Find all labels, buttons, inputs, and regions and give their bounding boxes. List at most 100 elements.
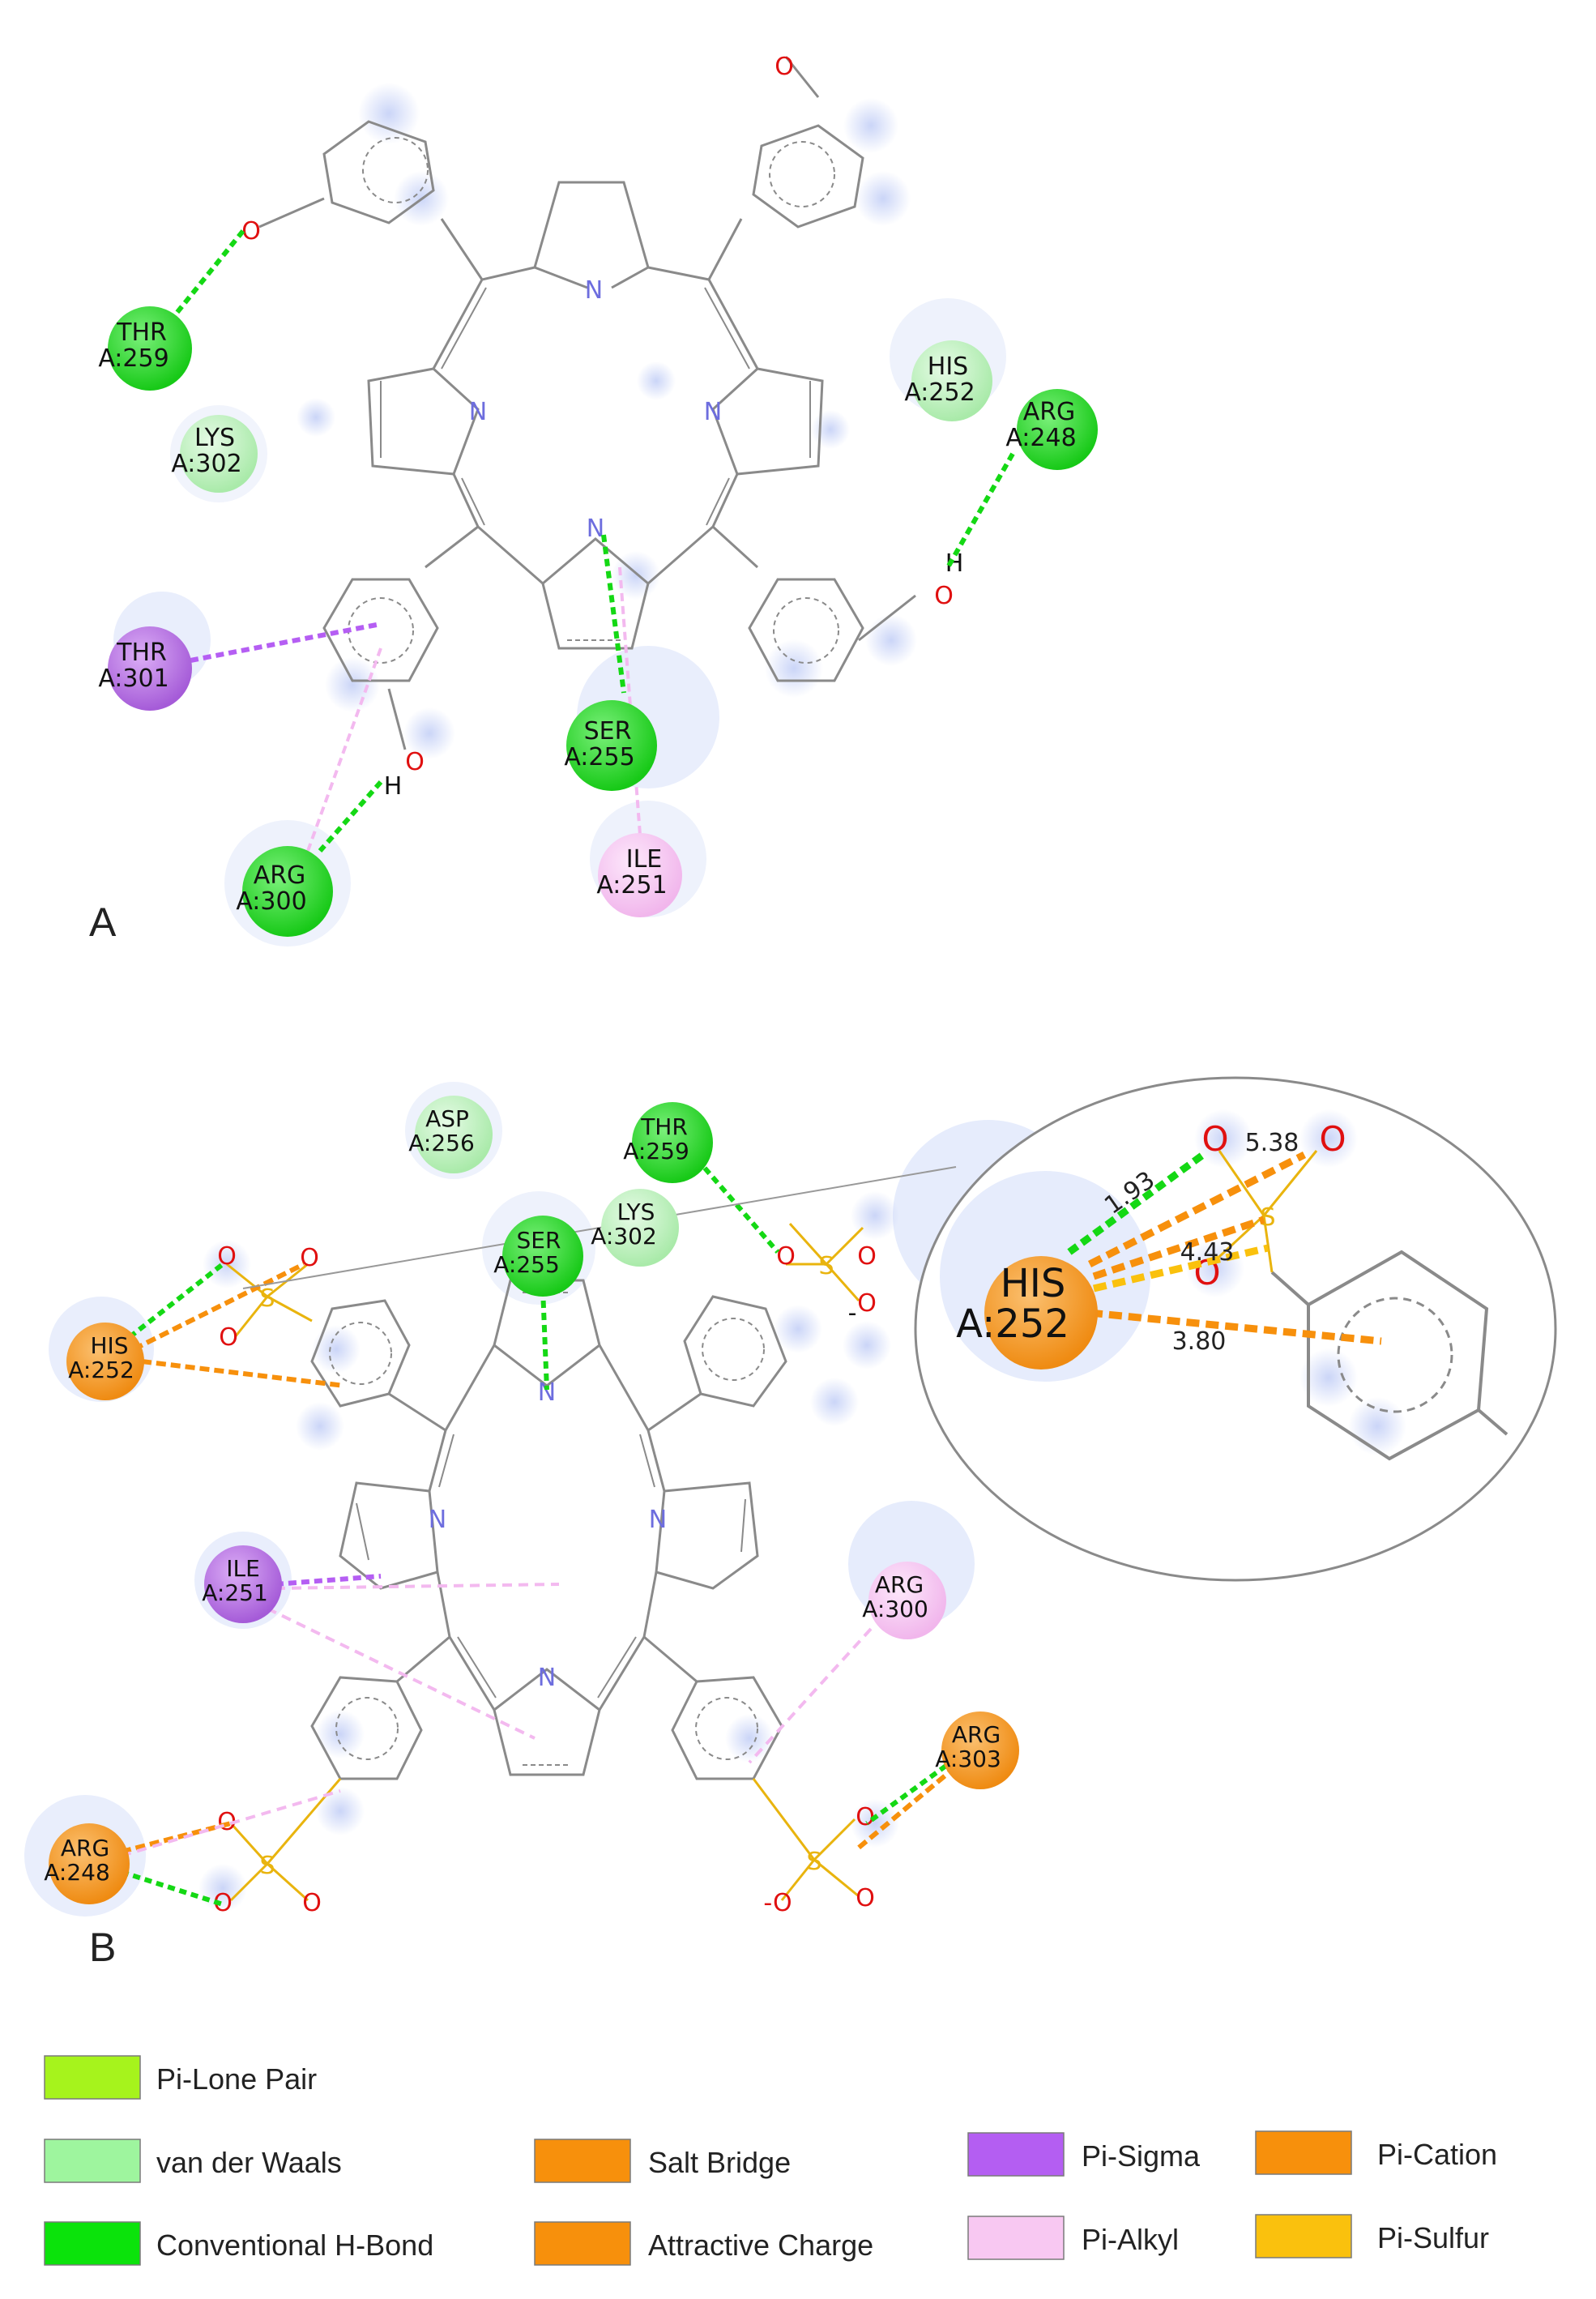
residue-id: A:259: [98, 344, 169, 373]
panel-a-residue-ser255: SER A:255: [564, 700, 657, 791]
residue-id: A:259: [623, 1138, 689, 1164]
legend-item-pi-sigma: Pi-Sigma: [967, 2132, 1201, 2177]
legend-label: Salt Bridge: [648, 2146, 791, 2179]
nitrogen-atom: N: [587, 515, 604, 543]
legend-swatch: [1255, 2214, 1352, 2258]
residue-id: A:248: [44, 1859, 110, 1886]
nitrogen-atom: N: [585, 276, 603, 305]
panel-a: N N N N O O O H O H THR A:259: [89, 53, 1098, 947]
panel-a-atom-labels: N N N N O O O H O H: [241, 53, 963, 801]
nitrogen-atom: N: [649, 1506, 667, 1534]
residue-name: ARG: [254, 861, 306, 890]
residue-name: ILE: [226, 1555, 260, 1582]
legend-item-pi-sulfur: Pi-Sulfur: [1255, 2214, 1489, 2258]
legend-label: Pi-Sigma: [1082, 2139, 1201, 2173]
legend-item-conventional-h-bond: Conventional H-Bond: [44, 2221, 433, 2266]
sulfur-atom: S: [806, 1848, 821, 1876]
residue-name: LYS: [194, 424, 235, 452]
legend-label: Pi-Alkyl: [1082, 2223, 1179, 2256]
panel-b-interactions: [121, 1157, 958, 1907]
residue-id: A:256: [408, 1130, 475, 1156]
distance-label: 5.38: [1245, 1129, 1299, 1157]
panel-b-solvent-halos: [24, 1082, 1084, 1917]
hydrogen-atom: H: [384, 772, 403, 801]
residue-id: A:251: [202, 1579, 268, 1606]
oxygen-atom: O: [300, 1244, 319, 1272]
residue-name: ASP: [425, 1105, 469, 1132]
minus-sign: -: [848, 1299, 857, 1327]
legend-item-pi-lone-pair: Pi-Lone Pair: [44, 2055, 317, 2100]
oxygen-atom: O: [213, 1889, 233, 1917]
residue-id: A:302: [171, 450, 241, 478]
panel-b-residue-his252: HIS A:252: [66, 1323, 144, 1400]
legend-swatch: [44, 2221, 141, 2266]
panel-b-sulfonate-atoms: S O O O S O O O - S O O O S -O O O: [213, 1242, 877, 1917]
panel-b: S O O O S O O O - S O O O S -O O O N N N…: [24, 1076, 1557, 1970]
residue-name: ARG: [1023, 398, 1076, 426]
residue-name: THR: [116, 318, 167, 347]
distance-label: 4.43: [1180, 1238, 1235, 1267]
nitrogen-atom: N: [538, 1664, 556, 1692]
residue-name: THR: [640, 1113, 688, 1140]
legend-swatch: [44, 2055, 141, 2100]
sulfur-atom: S: [259, 1852, 275, 1880]
legend-item-salt-bridge: Salt Bridge: [534, 2139, 791, 2183]
residue-name: LYS: [617, 1199, 655, 1225]
oxygen-atom: O: [1319, 1119, 1346, 1159]
oxygen-atom: O: [856, 1803, 875, 1831]
residue-name: SER: [584, 717, 632, 746]
oxygen-atom: O: [217, 1242, 237, 1271]
panel-b-residue-ile251: ILE A:251: [202, 1545, 282, 1623]
oxygen-atom: O: [857, 1289, 877, 1318]
oxygen-atom: O: [241, 217, 261, 246]
legend-swatch: [1255, 2130, 1352, 2175]
nitrogen-atom: N: [704, 398, 722, 426]
sulfur-atom: S: [818, 1252, 834, 1280]
panel-b-residue-thr259: THR A:259: [623, 1102, 713, 1183]
o-minus-atom: -O: [763, 1889, 792, 1917]
residue-name: SER: [517, 1227, 561, 1254]
residue-id: A:301: [98, 664, 169, 693]
panel-b-atom-labels: N N N N: [429, 1378, 667, 1692]
panel-a-residue-arg300: ARG A:300: [236, 846, 333, 937]
residue-id: A:255: [564, 743, 634, 771]
residue-name: ARG: [952, 1721, 1001, 1748]
legend-swatch: [534, 2139, 631, 2183]
nitrogen-atom: N: [429, 1506, 446, 1534]
distance-label: 3.80: [1172, 1327, 1227, 1356]
residue-id: A:300: [236, 887, 306, 916]
panel-b-residue-lys302: LYS A:302: [591, 1189, 679, 1267]
panel-a-residue-arg248: ARG A:248: [1005, 389, 1098, 470]
inset-residue-name: HIS: [1001, 1261, 1066, 1306]
legend-item-van-der-waals: van der Waals: [44, 2139, 342, 2183]
residue-id: A:251: [596, 871, 667, 900]
residue-id: A:300: [862, 1596, 928, 1622]
residue-id: A:303: [935, 1746, 1001, 1772]
legend-swatch: [967, 2132, 1065, 2177]
panel-a-residue-his252: HIS A:252: [904, 340, 992, 421]
panel-b-residue-arg248: ARG A:248: [44, 1823, 130, 1904]
inset-residue-id: A:252: [956, 1301, 1069, 1347]
legend-item-pi-cation: Pi-Cation: [1255, 2130, 1497, 2175]
oxygen-atom: O: [776, 1242, 796, 1271]
oxygen-atom: O: [857, 1242, 877, 1271]
panel-b-residue-arg303: ARG A:303: [935, 1711, 1019, 1789]
legend-label: Pi-Sulfur: [1377, 2221, 1489, 2254]
legend-swatch: [967, 2216, 1065, 2260]
residue-id: A:248: [1005, 424, 1076, 452]
panel-a-residue-ile251: ILE A:251: [596, 833, 682, 917]
panel-b-residue-ser255: SER A:255: [493, 1216, 583, 1297]
residue-id: A:252: [68, 1357, 134, 1383]
panel-b-label: B: [89, 1925, 116, 1970]
legend-label: van der Waals: [156, 2146, 342, 2179]
panel-a-residue-thr259: THR A:259: [98, 306, 192, 391]
oxygen-atom: O: [856, 1884, 875, 1912]
legend-label: Pi-Lone Pair: [156, 2062, 317, 2096]
oxygen-atom: O: [219, 1323, 238, 1352]
panel-b-residue-arg300: ARG A:300: [862, 1562, 946, 1639]
legend: Pi-Lone Pair van der Waals Conventional …: [44, 2055, 1497, 2266]
residue-name: THR: [116, 639, 167, 667]
panel-a-residue-thr301: THR A:301: [98, 626, 192, 711]
panel-a-interactions: [172, 229, 1015, 853]
